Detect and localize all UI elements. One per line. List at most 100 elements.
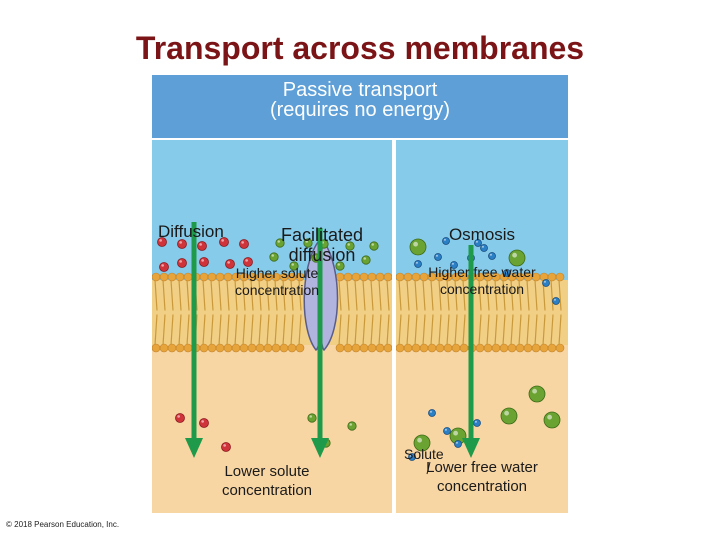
phospholipid-head	[547, 343, 557, 353]
solute-particle-red	[177, 258, 187, 268]
phospholipid-head	[375, 272, 385, 282]
facilitated-line-2: diffusion	[288, 245, 356, 265]
solute-particle-green	[347, 421, 357, 431]
phospholipid-head	[247, 343, 257, 353]
water-molecule	[473, 419, 481, 427]
header-line-1: Passive transport	[282, 79, 438, 101]
water-molecule	[488, 252, 496, 260]
phospholipid-head	[499, 343, 509, 353]
phospholipid-head	[343, 272, 353, 282]
solute-particle-large	[528, 385, 546, 403]
phospholipid-head	[523, 343, 533, 353]
phospholipid-head	[367, 272, 377, 282]
solute-label: Solute	[404, 446, 444, 462]
phospholipid-head	[231, 343, 241, 353]
page-title: Transport across membranes	[135, 30, 585, 66]
diffusion-label: Diffusion	[158, 222, 224, 241]
phospholipid-head	[175, 272, 185, 282]
solute-particle-large	[500, 407, 518, 425]
phospholipid-head	[403, 343, 413, 353]
diffusion-illustration	[152, 222, 392, 458]
osmosis-arrow	[462, 245, 480, 458]
phospholipid-head	[483, 343, 493, 353]
membrane-tails	[396, 280, 568, 345]
solute-particle-large	[543, 411, 561, 429]
phospholipid-head	[287, 343, 297, 353]
phospholipid-head	[515, 343, 525, 353]
water-molecule	[552, 297, 560, 305]
copyright-notice: © 2018 Pearson Education, Inc.	[6, 520, 120, 529]
phospholipid-head	[271, 343, 281, 353]
lower-solute-label: Lower solute concentration	[202, 462, 332, 500]
phospholipid-head	[207, 343, 217, 353]
facilitated-diffusion-label: Facilitated diffusion	[262, 225, 382, 265]
phospholipid-head	[175, 343, 185, 353]
solute-particle-red	[221, 442, 231, 452]
phospholipid-head	[159, 272, 169, 282]
phospholipid-head	[183, 272, 193, 282]
phospholipid-head	[351, 272, 361, 282]
higher-solute-line-1: Higher solute	[235, 265, 319, 281]
phospholipid-head	[443, 343, 453, 353]
phospholipid-head	[255, 343, 265, 353]
phospholipid-head	[383, 272, 392, 282]
lipid-bilayer-right	[396, 272, 568, 353]
facilitated-line-1: Facilitated	[280, 225, 364, 245]
phospholipid-head	[167, 272, 177, 282]
higher-water-line-1: Higher free water	[428, 264, 536, 280]
phospholipid-head	[152, 272, 161, 282]
solute-particle-red	[175, 413, 185, 423]
phospholipid-head	[335, 272, 345, 282]
phospholipid-head	[427, 343, 437, 353]
solute-particle-red	[199, 418, 209, 428]
solute-particle-red	[197, 241, 207, 251]
phospholipid-head	[183, 343, 193, 353]
higher-water-label: Higher free water concentration	[400, 264, 564, 298]
phospholipid-head	[555, 272, 565, 282]
phospholipid-head	[159, 343, 169, 353]
phospholipid-head	[343, 343, 353, 353]
phospholipid-head	[199, 343, 209, 353]
phospholipid-head	[411, 343, 421, 353]
solute-particle-green	[307, 413, 317, 423]
osmosis-column: Osmosis Higher free water concentration …	[396, 140, 568, 513]
phospholipid-head	[375, 343, 385, 353]
phospholipid-head	[152, 343, 161, 353]
lower-solute-line-2: concentration	[221, 482, 313, 499]
phospholipid-head	[419, 343, 429, 353]
diffusion-column: Diffusion Facilitated diffusion Higher s…	[152, 140, 392, 513]
facilitated-diffusion-arrow	[311, 228, 329, 458]
lower-solute-line-1: Lower solute	[224, 463, 310, 480]
solute-particle-red	[239, 239, 249, 249]
higher-solute-label: Higher solute concentration	[222, 265, 332, 299]
phospholipid-head	[207, 272, 217, 282]
water-molecule	[443, 427, 451, 435]
phospholipid-head	[359, 343, 369, 353]
phospholipid-head	[199, 272, 209, 282]
diffusion-arrow	[185, 222, 203, 458]
phospholipid-head	[295, 272, 305, 282]
phospholipid-head	[383, 343, 392, 353]
phospholipid-head	[167, 343, 177, 353]
phospholipid-head	[215, 343, 225, 353]
phospholipid-head	[507, 343, 517, 353]
phospholipid-head	[451, 343, 461, 353]
passive-transport-header: Passive transport (requires no energy)	[152, 75, 568, 138]
osmosis-label: Osmosis	[448, 225, 516, 244]
phospholipid-head	[335, 343, 345, 353]
water-molecule	[434, 253, 442, 261]
phospholipid-head	[367, 343, 377, 353]
phospholipid-head	[435, 343, 445, 353]
phospholipid-head	[295, 343, 305, 353]
header-line-2: (requires no energy)	[269, 99, 451, 121]
lower-water-label: Lower free water concentration	[400, 458, 564, 496]
phospholipid-head	[531, 343, 541, 353]
solute-particle-red	[159, 262, 169, 272]
water-molecule	[480, 244, 488, 252]
higher-water-line-2: concentration	[439, 281, 525, 297]
phospholipid-head	[239, 343, 249, 353]
higher-solute-line-2: concentration	[234, 282, 320, 298]
phospholipid-head	[223, 343, 233, 353]
solute-particle-red	[199, 257, 209, 267]
phospholipid-head	[279, 343, 289, 353]
